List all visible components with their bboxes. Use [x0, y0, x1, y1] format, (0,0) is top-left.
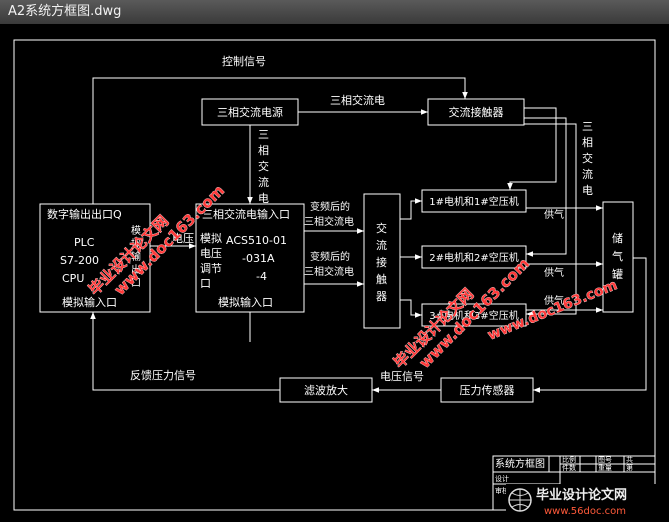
drawing-canvas[interactable]: 三相交流电源 交流接触器 三相交流电 控制信号 三 相 交 流 电 三 相 交 … [0, 24, 669, 518]
ac-contactor-top-label: 交流接触器 [449, 105, 504, 119]
svg-text:相: 相 [258, 144, 269, 157]
inverter-ac-input: 三相交流电输入口 [202, 207, 290, 221]
svg-text:器: 器 [376, 290, 387, 303]
svg-text:出: 出 [131, 263, 141, 276]
inverter-analog-in: 模拟输入口 [218, 295, 273, 309]
plc-model-2: S7-200 [60, 254, 99, 267]
air-supply-3: 供气 [544, 294, 564, 307]
title-block-name: 系统方框图 [495, 457, 545, 470]
air-tank-label: 储 气 罐 [612, 231, 623, 281]
air-supply-1: 供气 [544, 208, 564, 221]
svg-text:模拟: 模拟 [200, 231, 222, 245]
three-phase-ac-label: 三相交流电 [330, 93, 385, 107]
svg-text:相: 相 [582, 136, 593, 149]
inverter-model-3: -4 [256, 270, 267, 283]
freq-ac-2-a: 变频后的 [310, 250, 350, 263]
svg-text:设计: 设计 [495, 474, 509, 483]
control-signal-line [92, 77, 468, 204]
svg-text:图号: 图号 [598, 456, 612, 464]
svg-text:触: 触 [376, 272, 387, 286]
motor-2-label: 2#电机和2#空压机 [429, 251, 518, 264]
plc-model-1: PLC [74, 236, 95, 249]
logo-cn: 毕业设计论文网 [536, 487, 627, 503]
svg-text:三: 三 [258, 128, 269, 141]
svg-text:流: 流 [582, 167, 593, 181]
svg-text:气: 气 [612, 249, 623, 263]
svg-text:交: 交 [258, 159, 269, 173]
voltage-label: 电压 [172, 232, 194, 245]
svg-text:电压: 电压 [200, 247, 222, 260]
site-logo: 毕业设计论文网 www.56doc.com [506, 484, 666, 518]
window-title: A2系统方框图.dwg [8, 4, 122, 19]
pressure-sensor-label: 压力传感器 [460, 384, 515, 397]
window-titlebar: A2系统方框图.dwg [0, 0, 669, 24]
svg-text:流: 流 [376, 238, 387, 252]
svg-text:输: 输 [131, 250, 141, 263]
svg-text:口: 口 [200, 277, 211, 290]
inverter-model-1: ACS510-01 [226, 234, 287, 247]
svg-text:电: 电 [582, 184, 593, 197]
power-source-label: 三相交流电源 [217, 105, 283, 119]
svg-text:比例: 比例 [562, 455, 576, 464]
drawing-frame [13, 39, 656, 511]
svg-text:件数: 件数 [562, 463, 576, 472]
right-three-phase-label: 三 相 交 流 电 [582, 120, 593, 197]
logo-url: www.56doc.com [544, 506, 626, 517]
svg-text:罐: 罐 [612, 268, 623, 281]
control-signal-label: 控制信号 [222, 54, 266, 68]
plc-analog-out-label: 模 拟 输 出 口 [131, 225, 141, 289]
svg-text:交: 交 [376, 221, 387, 235]
svg-text:储: 储 [612, 231, 623, 245]
plc-digital-out: 数字输出出口Q [47, 207, 122, 221]
inverter-model-2: -031A [242, 252, 275, 265]
motor-1-label: 1#电机和1#空压机 [429, 195, 518, 208]
filter-amp-label: 滤波放大 [304, 383, 348, 397]
svg-text:接: 接 [376, 256, 387, 269]
svg-text:拟: 拟 [131, 237, 141, 250]
motor-3-label: 3#电机和3#空压机 [429, 309, 518, 322]
svg-text:审核: 审核 [495, 486, 509, 495]
freq-ac-1-b: 三相交流电 [304, 215, 354, 228]
svg-text:流: 流 [258, 175, 269, 189]
plc-model-3: CPU [62, 272, 84, 285]
inverter-voltage-adjust: 模拟 电压 调节 口 [200, 231, 222, 290]
svg-text:模: 模 [131, 225, 141, 237]
feedback-label: 反馈压力信号 [130, 369, 196, 382]
svg-text:共: 共 [626, 455, 633, 464]
svg-text:重量: 重量 [598, 464, 612, 472]
svg-text:调节: 调节 [200, 262, 222, 275]
voltage-signal-label: 电压信号 [380, 370, 424, 383]
down-three-phase-label: 三 相 交 流 电 [258, 128, 269, 205]
plc-analog-in: 模拟输入口 [62, 295, 117, 309]
freq-ac-1-a: 变频后的 [310, 200, 350, 213]
ac-contactor-mid-label: 交 流 接 触 器 [376, 221, 387, 303]
svg-text:三: 三 [582, 120, 593, 133]
air-tank-box [602, 201, 634, 313]
svg-text:电: 电 [258, 192, 269, 205]
air-supply-2: 供气 [544, 266, 564, 279]
svg-text:交: 交 [582, 151, 593, 165]
block-diagram: 三相交流电源 交流接触器 三相交流电 控制信号 三 相 交 流 电 三 相 交 … [13, 39, 666, 518]
freq-ac-2-b: 三相交流电 [304, 265, 354, 278]
ac-contactor-mid-box [363, 193, 401, 329]
svg-text:第: 第 [626, 463, 633, 472]
svg-text:口: 口 [131, 278, 141, 289]
